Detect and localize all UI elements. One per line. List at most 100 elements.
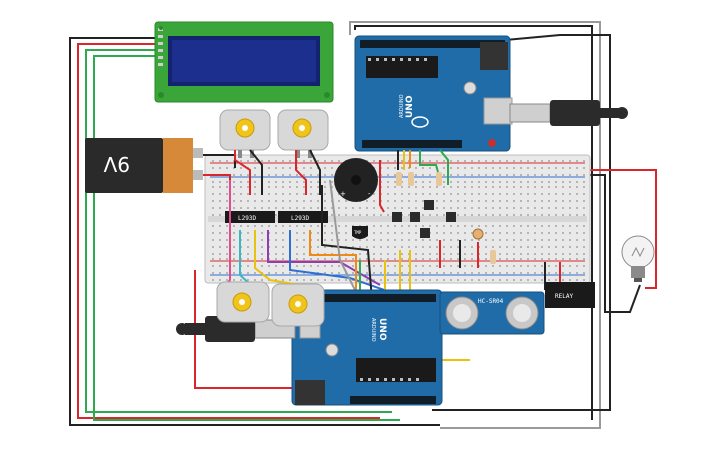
breadboard-hole (324, 239, 326, 241)
breadboard-hole (394, 246, 396, 248)
breadboard-hole (247, 186, 249, 188)
breadboard-hole (555, 193, 557, 195)
breadboard-hole (534, 214, 536, 216)
breadboard-hole (527, 186, 529, 188)
breadboard-hole (373, 279, 375, 281)
breadboard-hole (331, 239, 333, 241)
breadboard-hole (219, 181, 221, 183)
breadboard-hole (471, 239, 473, 241)
breadboard-hole (317, 186, 319, 188)
breadboard-hole (527, 258, 529, 260)
breadboard-hole (506, 160, 508, 162)
breadboard-hole (492, 214, 494, 216)
breadboard-hole (457, 214, 459, 216)
breadboard-hole (499, 160, 501, 162)
breadboard-hole (268, 207, 270, 209)
breadboard-hole (422, 246, 424, 248)
breadboard-hole (275, 272, 277, 274)
breadboard-hole (247, 160, 249, 162)
breadboard-hole (485, 181, 487, 183)
breadboard-hole (422, 200, 424, 202)
breadboard-hole (394, 160, 396, 162)
breadboard-hole (471, 167, 473, 169)
breadboard-hole (429, 272, 431, 274)
breadboard-hole (212, 167, 214, 169)
breadboard-hole (275, 174, 277, 176)
breadboard-hole (548, 160, 550, 162)
breadboard-hole (527, 167, 529, 169)
svg-text:+: + (340, 190, 346, 198)
breadboard-hole (534, 279, 536, 281)
breadboard-hole (562, 225, 564, 227)
breadboard-hole (443, 200, 445, 202)
breadboard-hole (317, 279, 319, 281)
breadboard-hole (492, 232, 494, 234)
breadboard-hole (303, 272, 305, 274)
breadboard-hole (534, 225, 536, 227)
breadboard-hole (562, 214, 564, 216)
breadboard-hole (513, 279, 515, 281)
breadboard-hole (233, 246, 235, 248)
breadboard-hole (443, 214, 445, 216)
dc-motor-icon (271, 283, 325, 327)
breadboard-hole (541, 181, 543, 183)
breadboard-hole (254, 272, 256, 274)
breadboard-hole (576, 225, 578, 227)
breadboard-hole (576, 181, 578, 183)
breadboard-hole (331, 225, 333, 227)
breadboard-hole (569, 160, 571, 162)
breadboard-hole (513, 253, 515, 255)
breadboard-hole (226, 279, 228, 281)
breadboard-hole (429, 258, 431, 260)
breadboard-hole (555, 279, 557, 281)
breadboard-hole (219, 160, 221, 162)
breadboard-hole (352, 265, 354, 267)
breadboard-hole (534, 272, 536, 274)
breadboard-hole (548, 232, 550, 234)
breadboard-hole (527, 174, 529, 176)
arduino-top: UNO ARDUINO (354, 35, 513, 152)
breadboard-hole (471, 246, 473, 248)
breadboard-hole (520, 167, 522, 169)
buzzer-icon: + - (334, 158, 378, 202)
breadboard-hole (282, 160, 284, 162)
breadboard-hole (219, 207, 221, 209)
breadboard-hole (373, 258, 375, 260)
breadboard-hole (471, 258, 473, 260)
breadboard-hole (450, 253, 452, 255)
breadboard-hole (443, 225, 445, 227)
breadboard-hole (296, 186, 298, 188)
breadboard-hole (303, 265, 305, 267)
breadboard-hole (457, 253, 459, 255)
breadboard-hole (310, 200, 312, 202)
lcd-display (154, 21, 334, 103)
breadboard-hole (457, 167, 459, 169)
breadboard-hole (226, 167, 228, 169)
breadboard-hole (506, 232, 508, 234)
breadboard-hole (562, 193, 564, 195)
breadboard-hole (219, 253, 221, 255)
breadboard-hole (562, 200, 564, 202)
breadboard-hole (506, 200, 508, 202)
breadboard-hole (548, 279, 550, 281)
ultrasonic-sensor-icon: HC-SR04 (439, 291, 545, 335)
breadboard-hole (471, 181, 473, 183)
breadboard-hole (268, 160, 270, 162)
usb-cable-top (509, 100, 628, 126)
breadboard-hole (583, 253, 585, 255)
breadboard-hole (527, 181, 529, 183)
breadboard-hole (492, 160, 494, 162)
breadboard-hole (534, 258, 536, 260)
breadboard-hole (506, 181, 508, 183)
breadboard-hole (520, 174, 522, 176)
breadboard-hole (415, 181, 417, 183)
breadboard-hole (240, 186, 242, 188)
breadboard-hole (317, 239, 319, 241)
breadboard-hole (359, 207, 361, 209)
breadboard-hole (401, 246, 403, 248)
breadboard-hole (359, 258, 361, 260)
breadboard-hole (436, 272, 438, 274)
breadboard-hole (324, 200, 326, 202)
breadboard-hole (527, 232, 529, 234)
breadboard-hole (310, 279, 312, 281)
